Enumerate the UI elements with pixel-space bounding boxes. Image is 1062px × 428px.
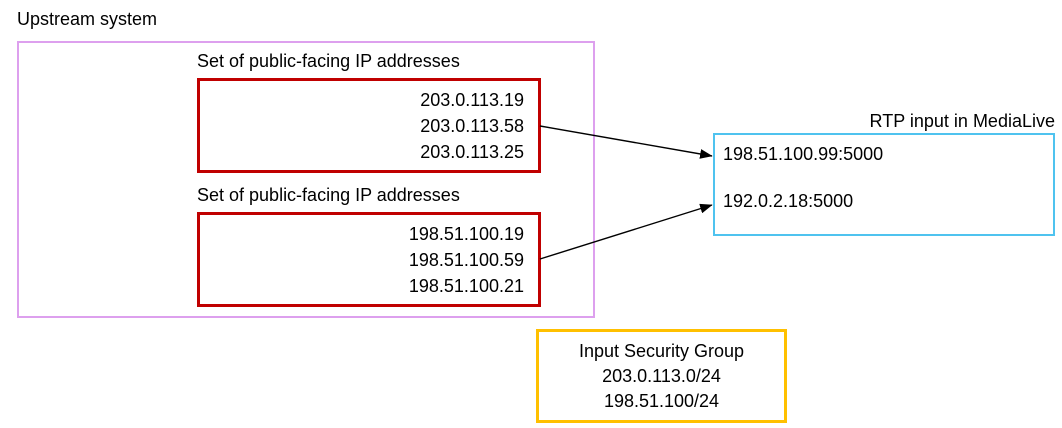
list-item: 203.0.113.58 bbox=[420, 116, 524, 136]
input-security-group-title: Input Security Group bbox=[578, 341, 745, 361]
ip-set-2-caption: Set of public-facing IP addresses bbox=[197, 185, 460, 205]
list-item: 203.0.113.0/24 bbox=[602, 366, 721, 386]
upstream-system-label: Upstream system bbox=[17, 9, 158, 29]
rtp-endpoint-list: 198.51.100.99:5000 192.0.2.18:5000 bbox=[715, 135, 1053, 237]
upstream-system-container bbox=[17, 41, 595, 318]
rtp-endpoint-2: 192.0.2.18:5000 bbox=[723, 191, 854, 211]
rtp-input-caption: RTP input in MediaLive bbox=[869, 111, 1055, 131]
ip-set-2-list: 198.51.100.19 198.51.100.59 198.51.100.2… bbox=[200, 215, 538, 299]
input-security-group-box: Input Security Group 203.0.113.0/24 198.… bbox=[536, 329, 787, 423]
ip-set-1-caption: Set of public-facing IP addresses bbox=[197, 51, 460, 71]
rtp-endpoint-1: 198.51.100.99:5000 bbox=[723, 144, 884, 164]
input-security-group-list: Input Security Group 203.0.113.0/24 198.… bbox=[539, 332, 784, 414]
list-item: 198.51.100.19 bbox=[408, 224, 524, 244]
ip-set-2-box: 198.51.100.19 198.51.100.59 198.51.100.2… bbox=[197, 212, 541, 307]
list-item: 198.51.100/24 bbox=[603, 391, 720, 411]
list-item: 203.0.113.25 bbox=[420, 142, 524, 162]
list-item: 198.51.100.59 bbox=[408, 250, 524, 270]
ip-set-1-list: 203.0.113.19 203.0.113.58 203.0.113.25 bbox=[200, 81, 538, 165]
rtp-input-box: 198.51.100.99:5000 192.0.2.18:5000 bbox=[713, 133, 1055, 236]
list-item: 203.0.113.19 bbox=[420, 90, 524, 110]
list-item: 198.51.100.21 bbox=[408, 276, 524, 296]
ip-set-1-box: 203.0.113.19 203.0.113.58 203.0.113.25 bbox=[197, 78, 541, 173]
